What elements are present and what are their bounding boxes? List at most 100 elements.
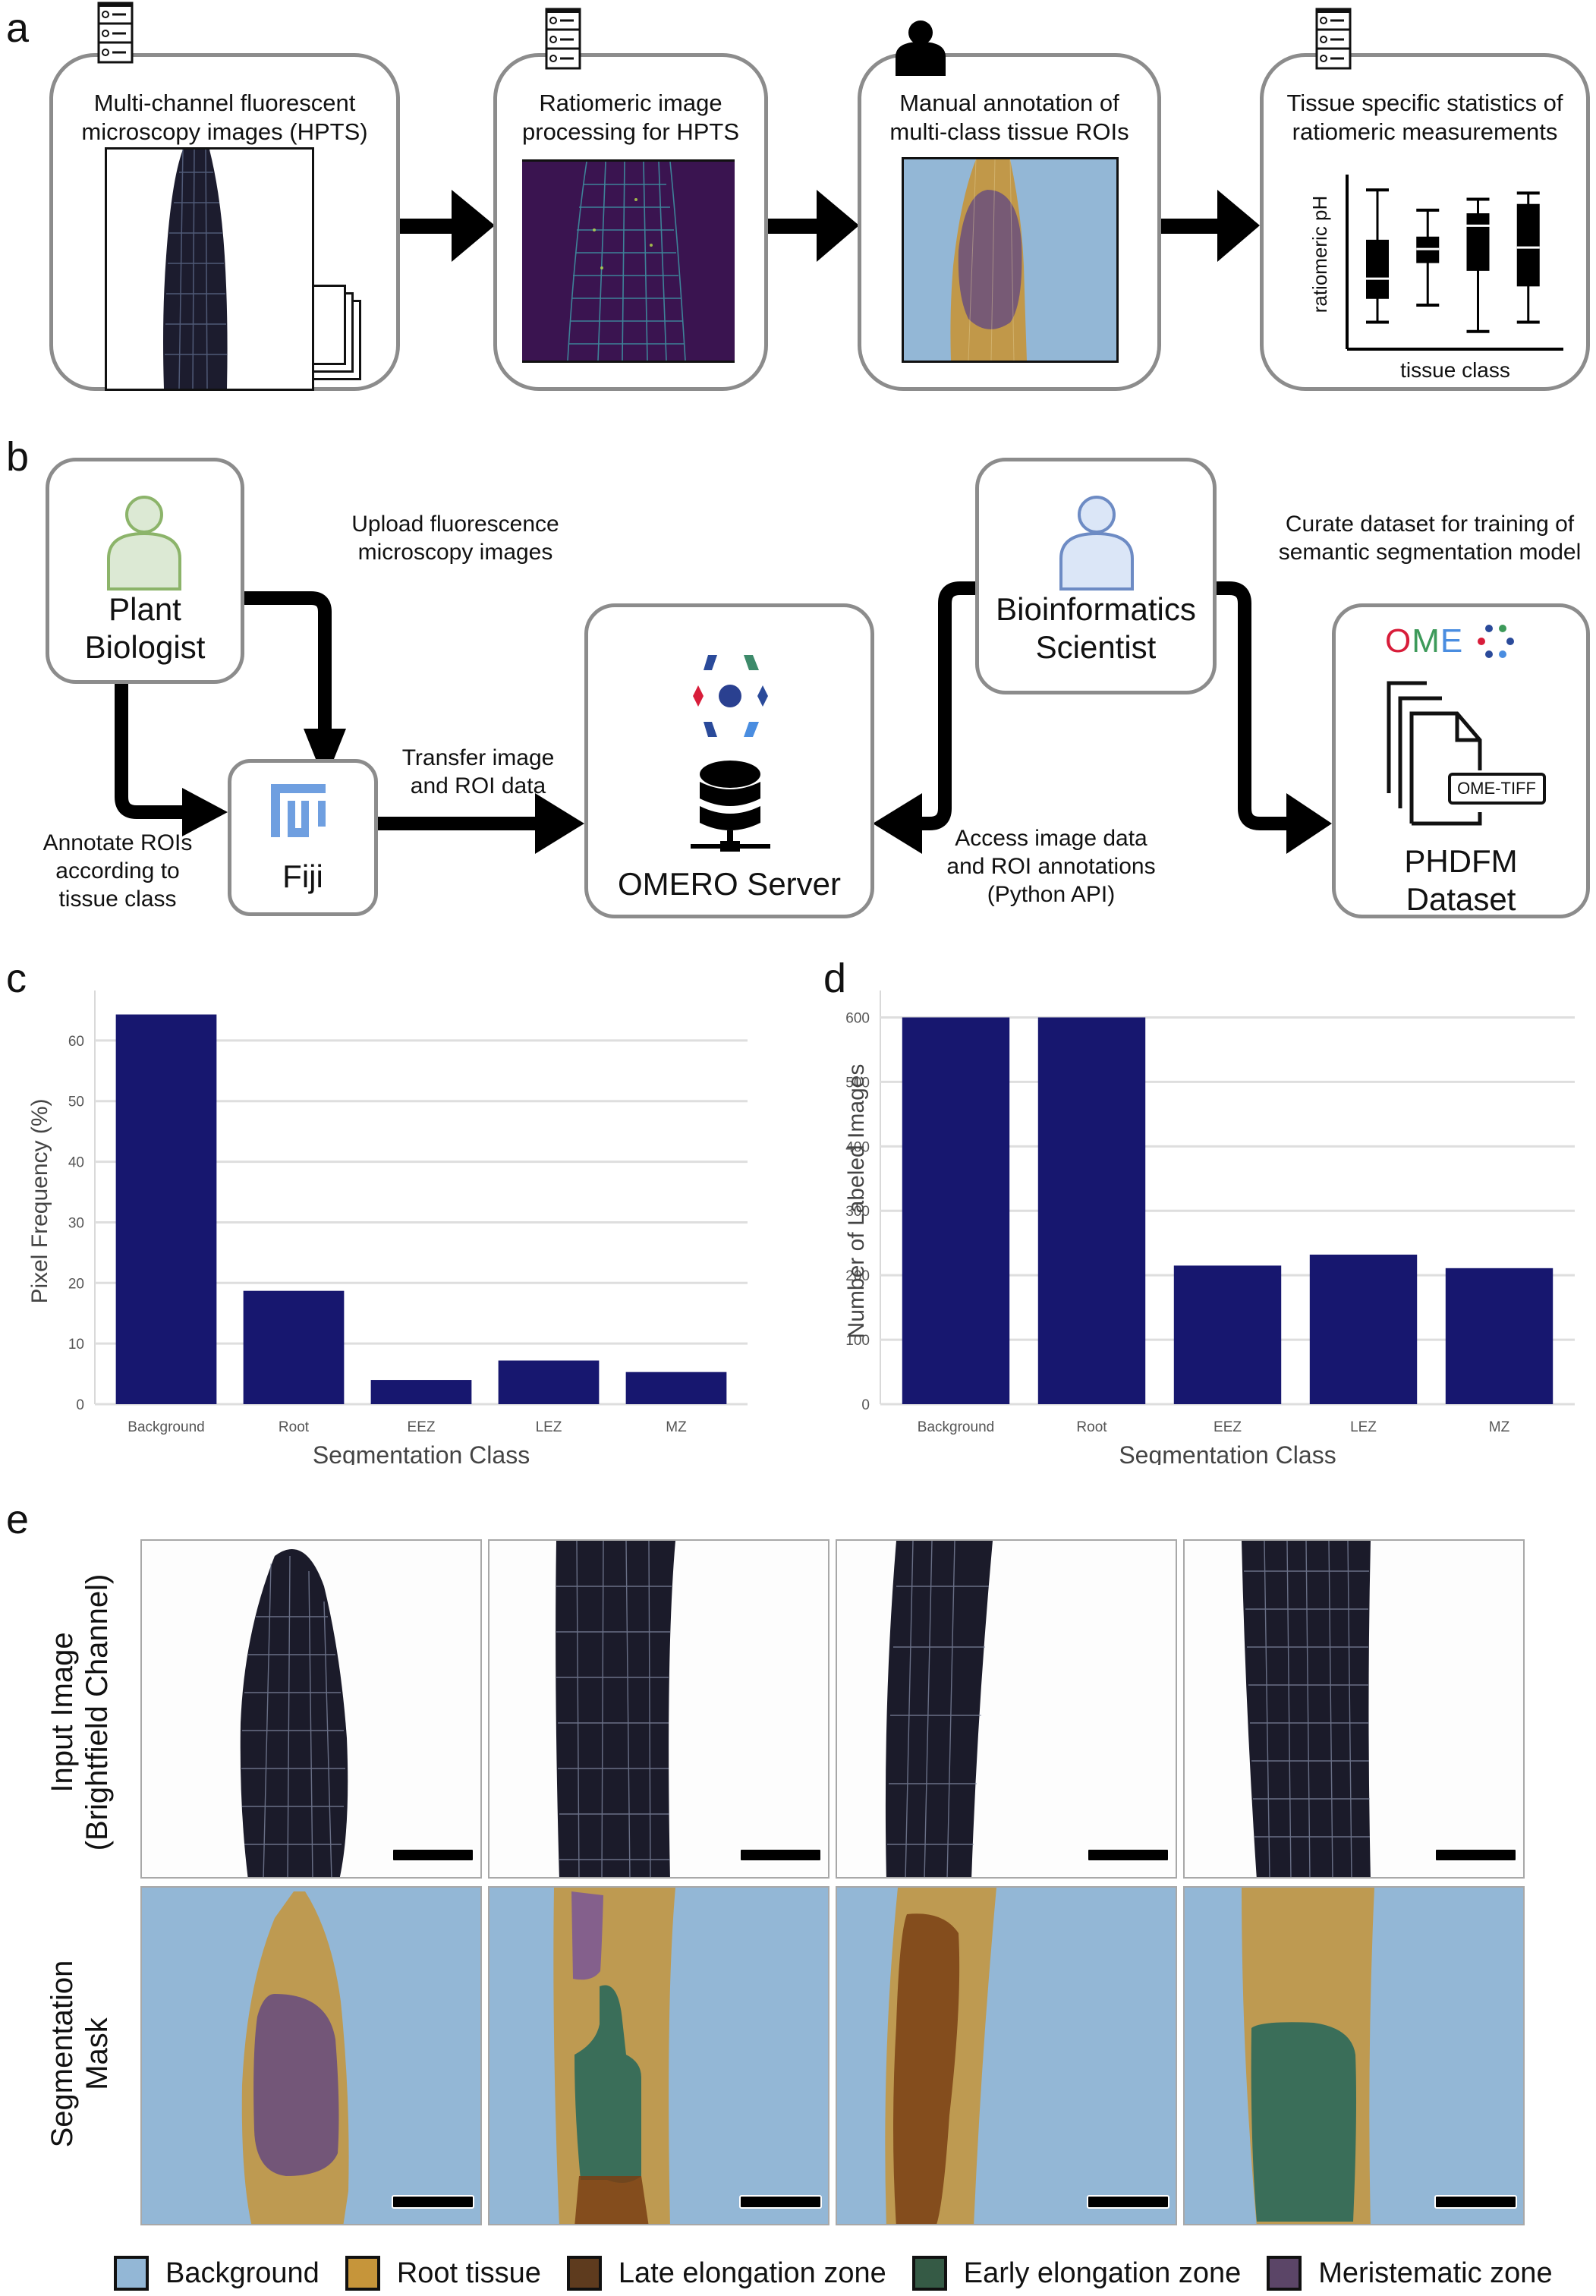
box (1516, 203, 1540, 287)
legend-label-root-tissue: Root tissue (396, 2257, 541, 2289)
x-tick-label: EEZ (1214, 1419, 1242, 1435)
y-tick-label: 10 (68, 1337, 84, 1353)
edge-label-transfer-line2: and ROI data (410, 773, 546, 798)
row-label-mask-line1: Segmentation (46, 1960, 79, 2148)
step-3-title-line2: multi-class tissue ROIs (889, 118, 1129, 145)
database-server-icon (687, 759, 774, 858)
y-tick-label: 20 (68, 1276, 84, 1292)
person-icon (894, 19, 947, 76)
bar-mz (625, 1372, 727, 1404)
step-1-title-line1: Multi-channel fluorescent (93, 90, 356, 116)
edge-label-upload-line2: microscopy images (357, 540, 553, 565)
person-outline-icon (106, 492, 182, 591)
legend-swatch-late-elongation (566, 2256, 602, 2291)
server-icon (545, 8, 581, 70)
step-box-1: Multi-channel fluorescent microscopy ima… (49, 53, 400, 391)
edge-label-access: Access image data and ROI annotations (P… (922, 824, 1180, 909)
step-box-2: Ratiomeric image processing for HPTS (493, 53, 768, 391)
x-tick-label: LEZ (1350, 1419, 1377, 1435)
x-tick-label: Root (1076, 1419, 1107, 1435)
x-tick-label: MZ (1489, 1419, 1510, 1435)
x-tick-label: EEZ (408, 1419, 436, 1435)
panel-label-c: c (6, 956, 27, 1001)
y-tick-label: 60 (68, 1034, 84, 1050)
edge-label-transfer: Transfer image and ROI data (379, 744, 577, 800)
brightfield-root-image (105, 147, 314, 391)
y-tick-label: 0 (861, 1397, 870, 1413)
legend-label-meristematic: Meristematic zone (1318, 2257, 1553, 2289)
y-tick-label: 40 (68, 1155, 84, 1171)
boxplot-x-label: tissue class (1400, 358, 1510, 382)
x-tick-label: MZ (666, 1419, 687, 1435)
scale-bar (392, 1848, 474, 1862)
box (1466, 213, 1490, 271)
panel-b-connectors (115, 581, 1332, 854)
arrowhead-right-icon (535, 793, 584, 854)
edge-label-access-line1: Access image data (955, 826, 1147, 851)
bar-mz (1445, 1268, 1554, 1404)
step-2-title: Ratiomeric image processing for HPTS (497, 89, 764, 146)
bar-lez (498, 1360, 600, 1404)
edge-label-access-line3: (Python API) (987, 882, 1116, 907)
phdfm-dataset-label: PHDFM Dataset (1336, 842, 1586, 918)
legend-swatch-early-elongation (911, 2256, 947, 2291)
box (1366, 239, 1389, 299)
fiji-logo-icon (271, 784, 333, 845)
mask-image-3 (836, 1886, 1177, 2225)
step-box-4: Tissue specific statistics of ratiomeric… (1260, 53, 1590, 391)
edge-label-upload-line1: Upload fluorescence (351, 512, 559, 537)
panel-label-b: b (6, 434, 30, 480)
ratiometric-image (522, 159, 735, 363)
legend-label-background: Background (165, 2257, 320, 2289)
legend-item-late-elongation: Late elongation zone (566, 2256, 886, 2291)
legend-item-background: Background (114, 2256, 320, 2291)
segmentation-legend: Background Root tissue Late elongation z… (114, 2250, 1579, 2296)
plant-biologist-label-line2: Biologist (84, 629, 206, 665)
edge-label-access-line2: and ROI annotations (946, 854, 1156, 879)
ome-dots-icon (1478, 625, 1515, 658)
arrow-right-icon (1161, 190, 1260, 262)
mask-image-1 (140, 1886, 482, 2225)
plant-biologist-label: Plant Biologist (49, 591, 241, 666)
step-4-title-line2: ratiomeric measurements (1292, 118, 1558, 145)
bar-eez (370, 1380, 472, 1404)
scale-bar (1434, 2195, 1517, 2209)
node-bioinformatics-scientist: Bioinformatics Scientist (975, 458, 1217, 694)
y-tick-label: 500 (845, 1075, 870, 1091)
step-1-title-line2: microscopy images (HPTS) (81, 118, 368, 145)
panel-label-d: d (823, 956, 847, 1001)
legend-swatch-root-tissue (345, 2256, 380, 2291)
ome-logo: OME (1385, 622, 1518, 660)
input-image-3 (836, 1539, 1177, 1879)
input-image-4 (1183, 1539, 1525, 1879)
bioinformatics-scientist-label: Bioinformatics Scientist (979, 591, 1213, 666)
bar-root (243, 1290, 345, 1404)
mask-image-4 (1183, 1886, 1525, 2225)
bioinformatics-label-line2: Scientist (1035, 629, 1157, 665)
y-axis-label: Pixel Frequency (%) (27, 1098, 52, 1303)
bioinformatics-label-line1: Bioinformatics (996, 591, 1196, 627)
step-2-title-line2: processing for HPTS (522, 118, 739, 145)
y-tick-label: 200 (845, 1268, 870, 1284)
legend-item-root-tissue: Root tissue (345, 2256, 541, 2291)
phdfm-label-line1: PHDFM (1404, 843, 1518, 879)
x-tick-label: Background (127, 1419, 204, 1435)
input-image-1 (140, 1539, 482, 1879)
step-3-title: Manual annotation of multi-class tissue … (861, 89, 1157, 146)
plant-biologist-label-line1: Plant (109, 591, 181, 627)
y-tick-label: 0 (76, 1397, 84, 1413)
step-3-title-line1: Manual annotation of (899, 90, 1119, 116)
edge-label-transfer-line1: Transfer image (401, 745, 555, 770)
step-box-3: Manual annotation of multi-class tissue … (858, 53, 1161, 391)
y-tick-label: 50 (68, 1094, 84, 1110)
y-tick-label: 600 (845, 1010, 870, 1026)
server-icon (1315, 8, 1352, 70)
file-stack-icon: OME-TIFF (1366, 679, 1548, 839)
x-tick-label: LEZ (536, 1419, 562, 1435)
fiji-label: Fiji (282, 858, 323, 894)
y-tick-label: 400 (845, 1139, 870, 1155)
arrow-right-icon (768, 190, 859, 262)
mask-image-2 (488, 1886, 829, 2225)
